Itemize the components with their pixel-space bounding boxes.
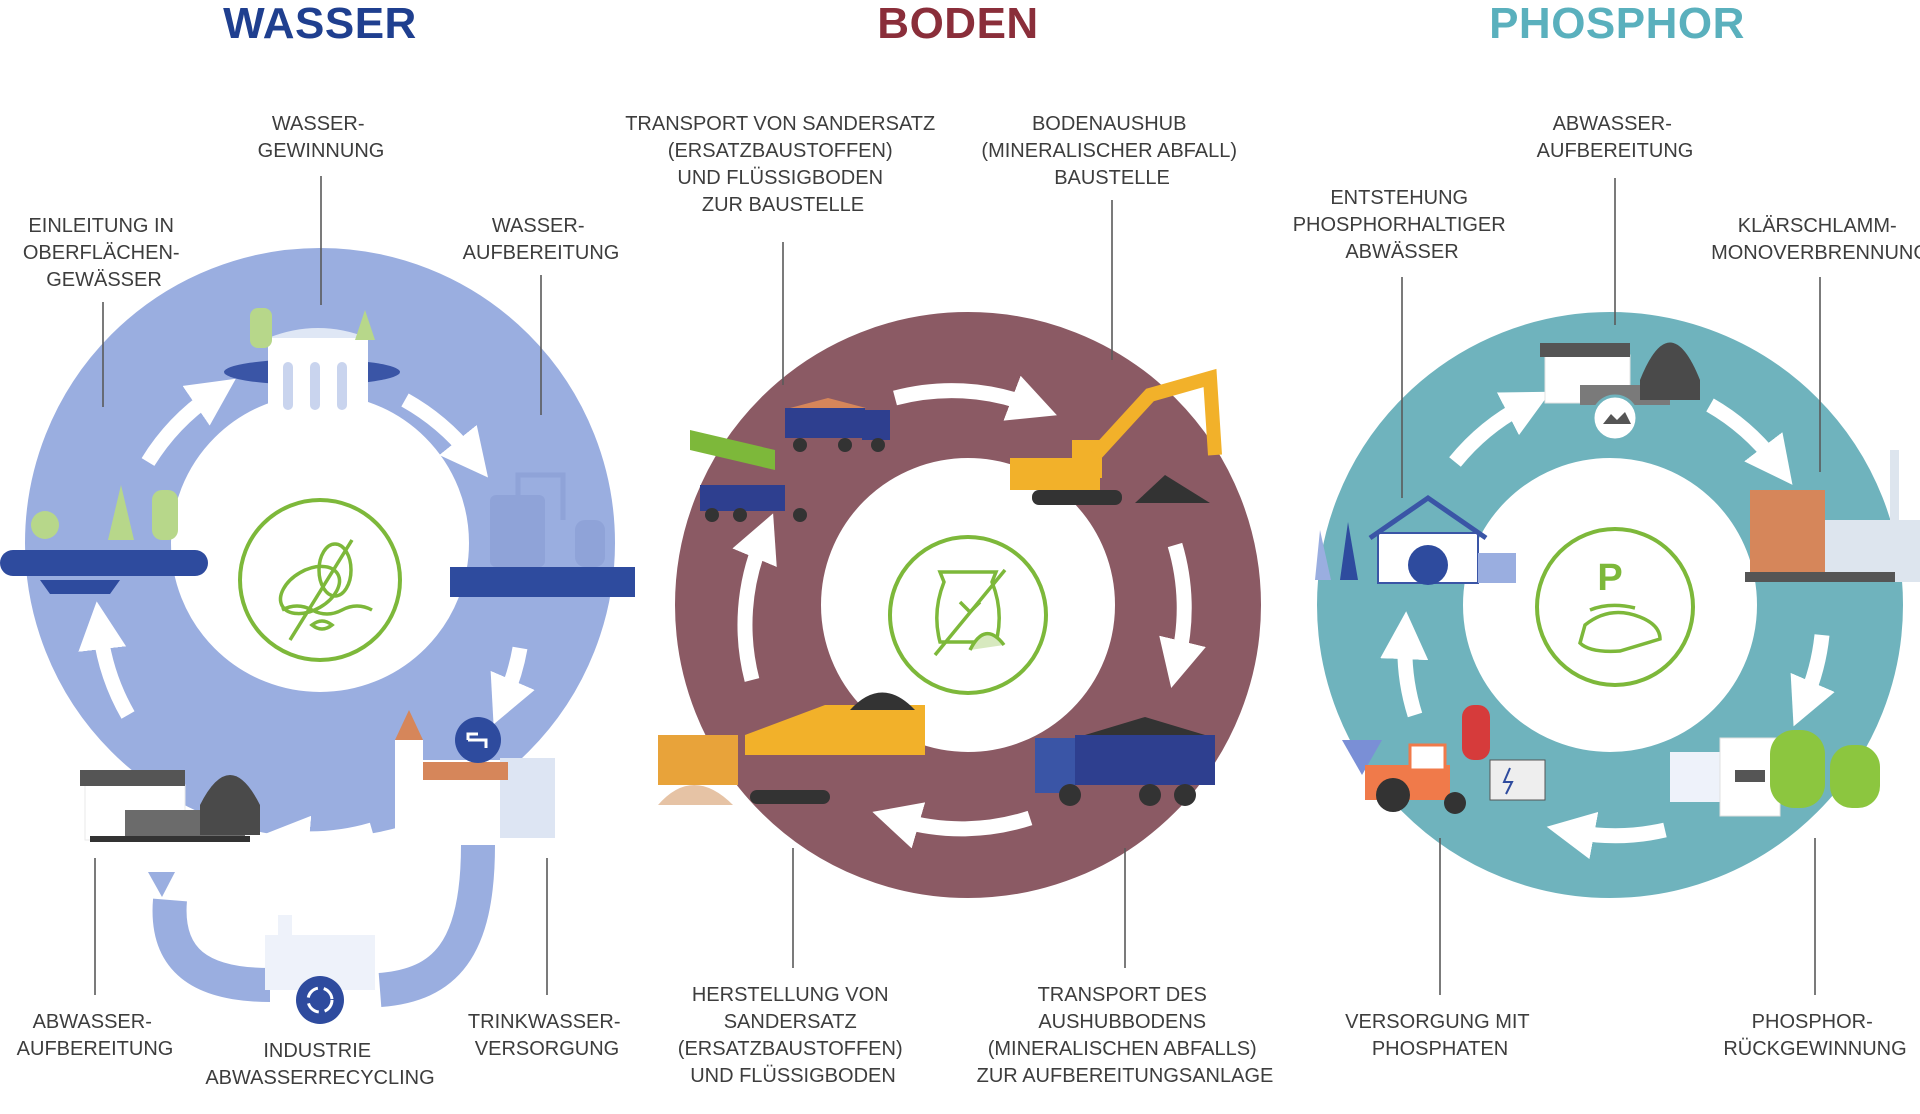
boden-flow-arrows bbox=[732, 375, 1206, 849]
hand-phosphor-icon bbox=[1578, 603, 1662, 654]
phosphor-flow-arrows bbox=[1380, 391, 1835, 860]
phosphor-versorgung-illustration bbox=[1342, 705, 1546, 814]
wasser-trinkwasser-illustration bbox=[395, 710, 555, 838]
toilet-icon bbox=[1408, 545, 1448, 585]
label-phosphor-entstehung: ENTSTEHUNG PHOSPHORHALTIGER ABWÄSSER bbox=[1293, 187, 1512, 263]
phosphor-klaerschlamm-illustration bbox=[1745, 450, 1920, 582]
label-boden-transport-sandersatz: TRANSPORT VON SANDERSATZ (ERSATZBAUSTOFF… bbox=[625, 113, 941, 216]
label-phosphor-versorgung: VERSORGUNG MIT PHOSPHATEN bbox=[1345, 1011, 1535, 1060]
label-wasser-abwasser: ABWASSER- AUFBEREITUNG bbox=[17, 1011, 174, 1060]
wasser-abwasser-illustration bbox=[80, 770, 260, 842]
wasser-cycle: WASSER- GEWINNUNG EINLEITUNG IN OBERFLÄC… bbox=[0, 113, 635, 1089]
boden-transport-sandersatz-illustration bbox=[690, 398, 890, 522]
boden-bodenaushub-illustration bbox=[1010, 368, 1222, 505]
boden-transport-aushub-illustration bbox=[1035, 717, 1215, 806]
fish-water-crossed-icon bbox=[278, 539, 373, 641]
phosphor-rueckgewinnung-illustration bbox=[1670, 730, 1880, 817]
phosphor-cycle: P bbox=[1293, 113, 1920, 1060]
phosphor-letter: P bbox=[1597, 557, 1622, 599]
boden-title: BODEN bbox=[877, 0, 1038, 48]
label-boden-herstellung: HERSTELLUNG VON SANDERSATZ (ERSATZBAUSTO… bbox=[678, 984, 908, 1087]
wasser-einleitung-illustration bbox=[0, 485, 208, 594]
label-wasser-gewinnung: WASSER- GEWINNUNG bbox=[258, 113, 385, 162]
wasser-flow-arrows bbox=[78, 378, 535, 864]
label-phosphor-abwasser: ABWASSER- AUFBEREITUNG bbox=[1537, 113, 1694, 162]
label-wasser-industrie: INDUSTRIE ABWASSERRECYCLING bbox=[205, 1040, 434, 1089]
wasser-aufbereitung-illustration bbox=[450, 472, 635, 597]
phosphor-title: PHOSPHOR bbox=[1489, 0, 1745, 48]
boden-cycle: TRANSPORT VON SANDERSATZ (ERSATZBAUSTOFF… bbox=[625, 113, 1273, 1087]
phosphor-entstehung-illustration bbox=[1315, 494, 1516, 585]
phosphor-abwasser-illustration bbox=[1540, 342, 1700, 442]
wasser-gewinnung-illustration bbox=[224, 308, 400, 410]
label-wasser-einleitung: EINLEITUNG IN OBERFLÄCHEN- GEWÄSSER bbox=[23, 215, 185, 291]
wasser-title: WASSER bbox=[223, 0, 417, 48]
label-boden-bodenaushub: BODENAUSHUB (MINERALISCHER ABFALL) BAUST… bbox=[981, 113, 1242, 189]
recycle-icon bbox=[296, 976, 344, 1024]
wasser-industrie-illustration bbox=[265, 915, 375, 1024]
label-wasser-trinkwasser: TRINKWASSER- VERSORGUNG bbox=[468, 1011, 626, 1060]
label-boden-transport-aushub: TRANSPORT DES AUSHUBBODENS (MINERALISCHE… bbox=[977, 984, 1274, 1087]
label-phosphor-rueckgewinnung: PHOSPHOR- RÜCKGEWINNUNG bbox=[1723, 1011, 1906, 1060]
label-phosphor-klaerschlamm: KLÄRSCHLAMM- MONOVERBRENNUNG bbox=[1711, 215, 1920, 264]
boden-herstellung-illustration bbox=[658, 692, 925, 805]
label-wasser-aufbereitung: WASSER- AUFBEREITUNG bbox=[463, 215, 620, 264]
sandbag-crossed-icon bbox=[933, 568, 1007, 657]
wasser-recycling-loop bbox=[378, 844, 495, 1007]
